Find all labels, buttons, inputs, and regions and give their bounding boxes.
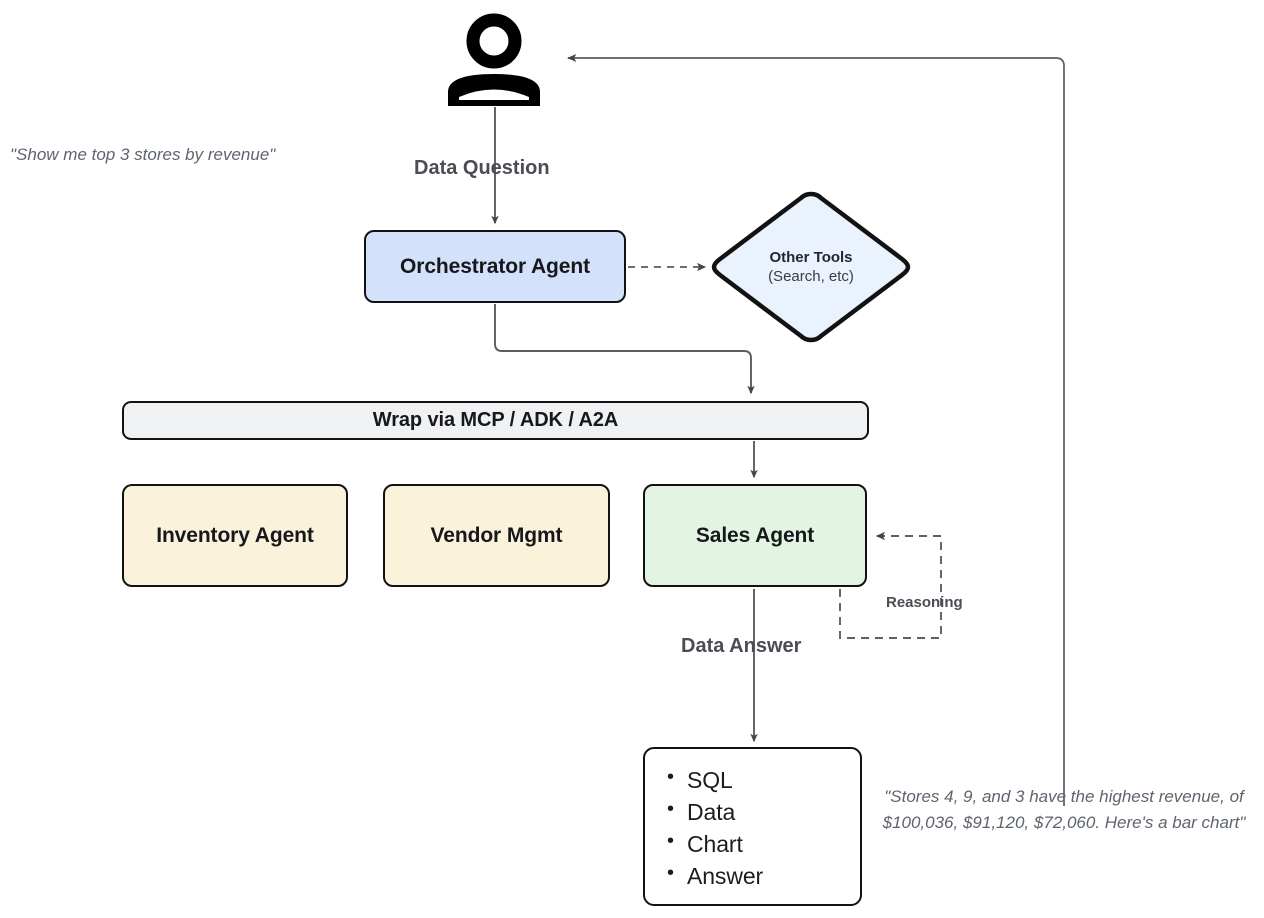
edge-label-reasoning: Reasoning [886,594,963,611]
quote-user-question: "Show me top 3 stores by revenue" [10,145,276,164]
list-item: Data [667,796,860,829]
list-item: Chart [667,828,860,861]
other-tools-label-primary: Other Tools [769,248,853,266]
quote-final-answer: "Stores 4, 9, and 3 have the highest rev… [882,787,1246,833]
list-item: SQL [667,764,860,797]
node-other-tools[interactable]: Other Tools (Search, etc) [710,188,912,346]
node-vendor-mgmt[interactable]: Vendor Mgmt [383,484,610,587]
user-person-icon [446,12,542,108]
edge-label-data-question: Data Question [414,157,550,179]
other-tools-label-secondary: (Search, etc) [768,268,854,285]
output-artifact-list: SQL Data Chart Answer [645,749,860,893]
node-inventory-agent[interactable]: Inventory Agent [122,484,348,587]
list-item: Answer [667,860,860,893]
edge-label-data-answer: Data Answer [681,635,802,657]
node-output-artifacts[interactable]: SQL Data Chart Answer [643,747,862,906]
node-orchestrator-agent[interactable]: Orchestrator Agent [364,230,626,303]
node-sales-agent[interactable]: Sales Agent [643,484,867,587]
node-mcp-wrapper[interactable]: Wrap via MCP / ADK / A2A [122,401,869,440]
